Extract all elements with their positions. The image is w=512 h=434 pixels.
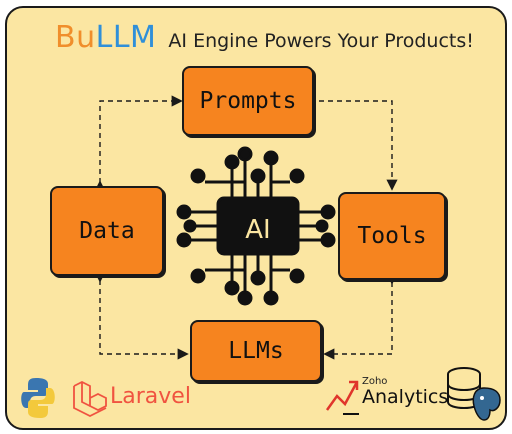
ai-chip-icon bbox=[176, 146, 336, 306]
laravel-label: Laravel bbox=[110, 384, 191, 409]
arrow-data-to-llms bbox=[94, 271, 189, 360]
tagline: AI Engine Powers Your Products! bbox=[168, 30, 474, 52]
header: BuLLM AI Engine Powers Your Products! bbox=[55, 20, 474, 56]
node-llms-label: LLMs bbox=[228, 338, 284, 364]
node-tools-label: Tools bbox=[357, 223, 427, 249]
zoho-label: Zoho bbox=[362, 376, 388, 387]
zoho-icon bbox=[325, 380, 359, 415]
arrow-data-to-prompts bbox=[94, 95, 183, 192]
node-prompts-label: Prompts bbox=[199, 88, 297, 114]
node-prompts: Prompts bbox=[182, 66, 314, 136]
python-icon bbox=[21, 378, 55, 418]
brand-prefix: Bu bbox=[55, 20, 96, 55]
arrow-tools-to-llms bbox=[323, 273, 398, 360]
node-tools: Tools bbox=[338, 192, 446, 280]
brand-logo: BuLLM bbox=[55, 20, 156, 55]
analytics-label: Analytics bbox=[362, 386, 449, 408]
node-data-label: Data bbox=[79, 218, 135, 244]
laravel-icon bbox=[73, 380, 107, 418]
brand-suffix: LLM bbox=[95, 20, 157, 55]
ai-chip-label: AI bbox=[245, 215, 270, 245]
node-data: Data bbox=[50, 186, 164, 276]
node-llms: LLMs bbox=[190, 320, 322, 382]
postgresql-icon bbox=[472, 387, 501, 421]
arrow-prompts-to-tools bbox=[310, 100, 398, 191]
